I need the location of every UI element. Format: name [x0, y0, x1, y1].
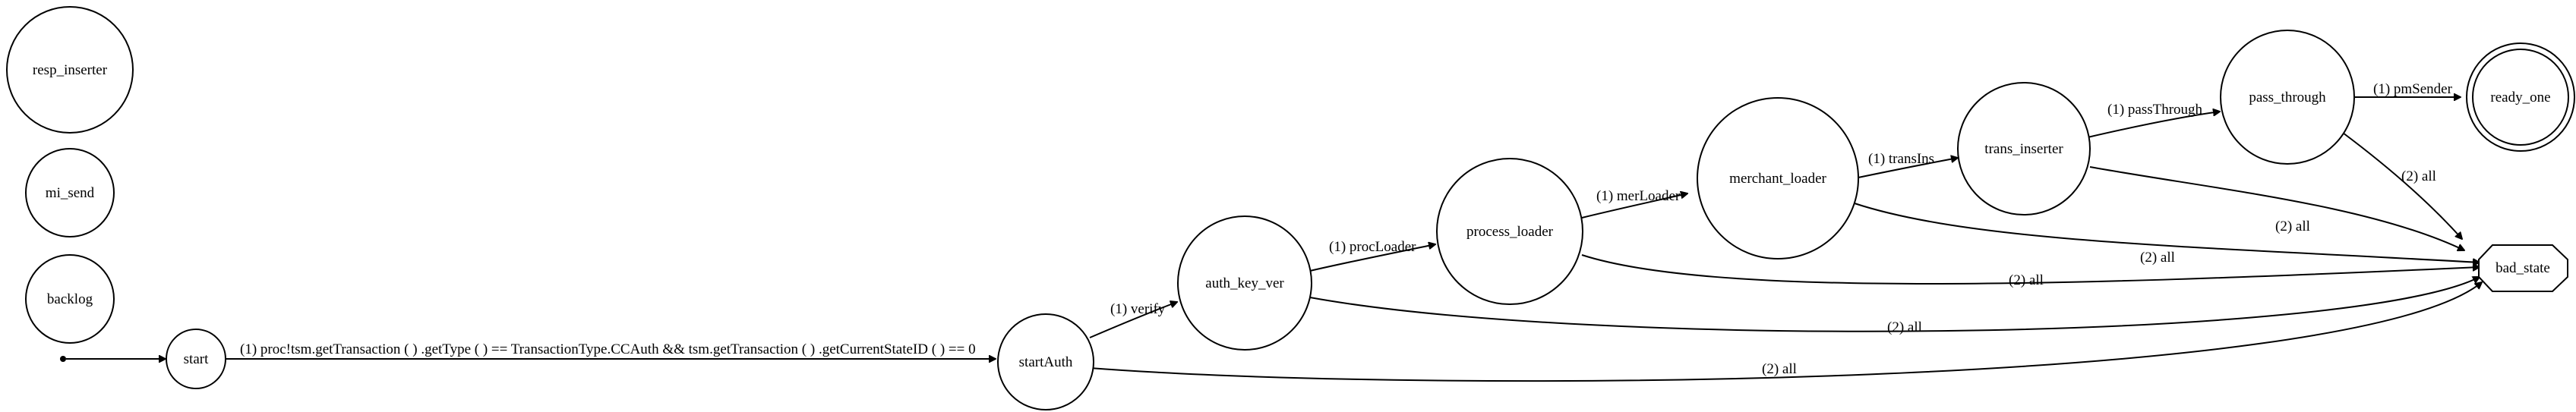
edge-merchant_loader-to-trans_inserter — [1854, 158, 1958, 179]
edge-pass_through-to-bad_state — [2342, 132, 2462, 239]
edge-label-start-to-startAuth: (1) proc!tsm.getTransaction ( ) .getType… — [240, 341, 976, 357]
edge-label-trans_inserter-to-bad_state: (2) all — [2275, 219, 2310, 234]
edge-label-merchant_loader-to-bad_state: (2) all — [2140, 250, 2175, 266]
edge-label-startAuth-to-bad_state: (2) all — [1762, 361, 1797, 377]
node-label-pass_through: pass_through — [2249, 90, 2326, 105]
node-startAuth: startAuth — [997, 313, 1094, 410]
edge-trans_inserter-to-pass_through — [2087, 112, 2220, 138]
edge-label-auth_key_ver-to-bad_state: (2) all — [1887, 319, 1922, 335]
node-label-ready_one: ready_one — [2490, 90, 2550, 105]
edge-process_loader-to-bad_state — [1581, 254, 2480, 285]
edge-label-process_loader-to-bad_state: (2) all — [2009, 272, 2044, 288]
node-label-bad_state: bad_state — [2496, 260, 2550, 276]
node-label-startAuth: startAuth — [1019, 354, 1073, 370]
node-ready_one: ready_one — [2466, 42, 2575, 152]
node-pass_through: pass_through — [2220, 30, 2355, 165]
initial-point — [60, 356, 66, 362]
edge-startAuth-to-auth_key_ver — [1089, 302, 1177, 338]
node-label-resp_inserter: resp_inserter — [33, 62, 108, 78]
edge-auth_key_ver-to-bad_state — [1309, 277, 2480, 332]
node-trans_inserter: trans_inserter — [1957, 82, 2091, 215]
node-mi_send: mi_send — [25, 148, 115, 237]
edge-label-process_loader-to-merchant_loader: (1) merLoader — [1596, 188, 1681, 204]
node-label-merchant_loader: merchant_loader — [1729, 171, 1826, 187]
edge-label-auth_key_ver-to-process_loader: (1) procLoader — [1329, 239, 1416, 255]
edge-merchant_loader-to-bad_state — [1854, 203, 2480, 263]
edges: (1) proc!tsm.getTransaction ( ) .getType… — [60, 81, 2482, 382]
edge-process_loader-to-merchant_loader — [1581, 193, 1687, 219]
edge-label-pass_through-to-bad_state: (2) all — [2401, 168, 2436, 184]
node-merchant_loader: merchant_loader — [1697, 97, 1859, 259]
node-bad_state: bad_state — [2478, 244, 2568, 292]
node-process_loader: process_loader — [1436, 158, 1583, 305]
node-label-backlog: backlog — [47, 291, 93, 307]
nodes: resp_inserter mi_send backlog start star… — [6, 6, 2575, 410]
node-auth_key_ver: auth_key_ver — [1177, 215, 1312, 351]
edge-label-merchant_loader-to-trans_inserter: (1) transIns — [1868, 151, 1934, 167]
edge-trans_inserter-to-bad_state — [2089, 166, 2464, 250]
node-label-auth_key_ver: auth_key_ver — [1205, 275, 1284, 291]
node-backlog: backlog — [25, 254, 115, 344]
node-label-trans_inserter: trans_inserter — [1984, 141, 2063, 157]
node-label-process_loader: process_loader — [1466, 224, 1554, 240]
edge-label-pass_through-to-ready_one: (1) pmSender — [2373, 81, 2453, 97]
edge-label-startAuth-to-auth_key_ver: (1) verify — [1110, 301, 1166, 317]
edge-auth_key_ver-to-process_loader — [1309, 244, 1435, 272]
node-resp_inserter: resp_inserter — [6, 6, 134, 134]
node-start: start — [166, 329, 226, 389]
node-label-mi_send: mi_send — [46, 185, 95, 201]
edge-startAuth-to-bad_state — [1089, 282, 2482, 382]
node-label-start: start — [184, 351, 209, 367]
edge-label-trans_inserter-to-pass_through: (1) passThrough — [2107, 102, 2203, 118]
